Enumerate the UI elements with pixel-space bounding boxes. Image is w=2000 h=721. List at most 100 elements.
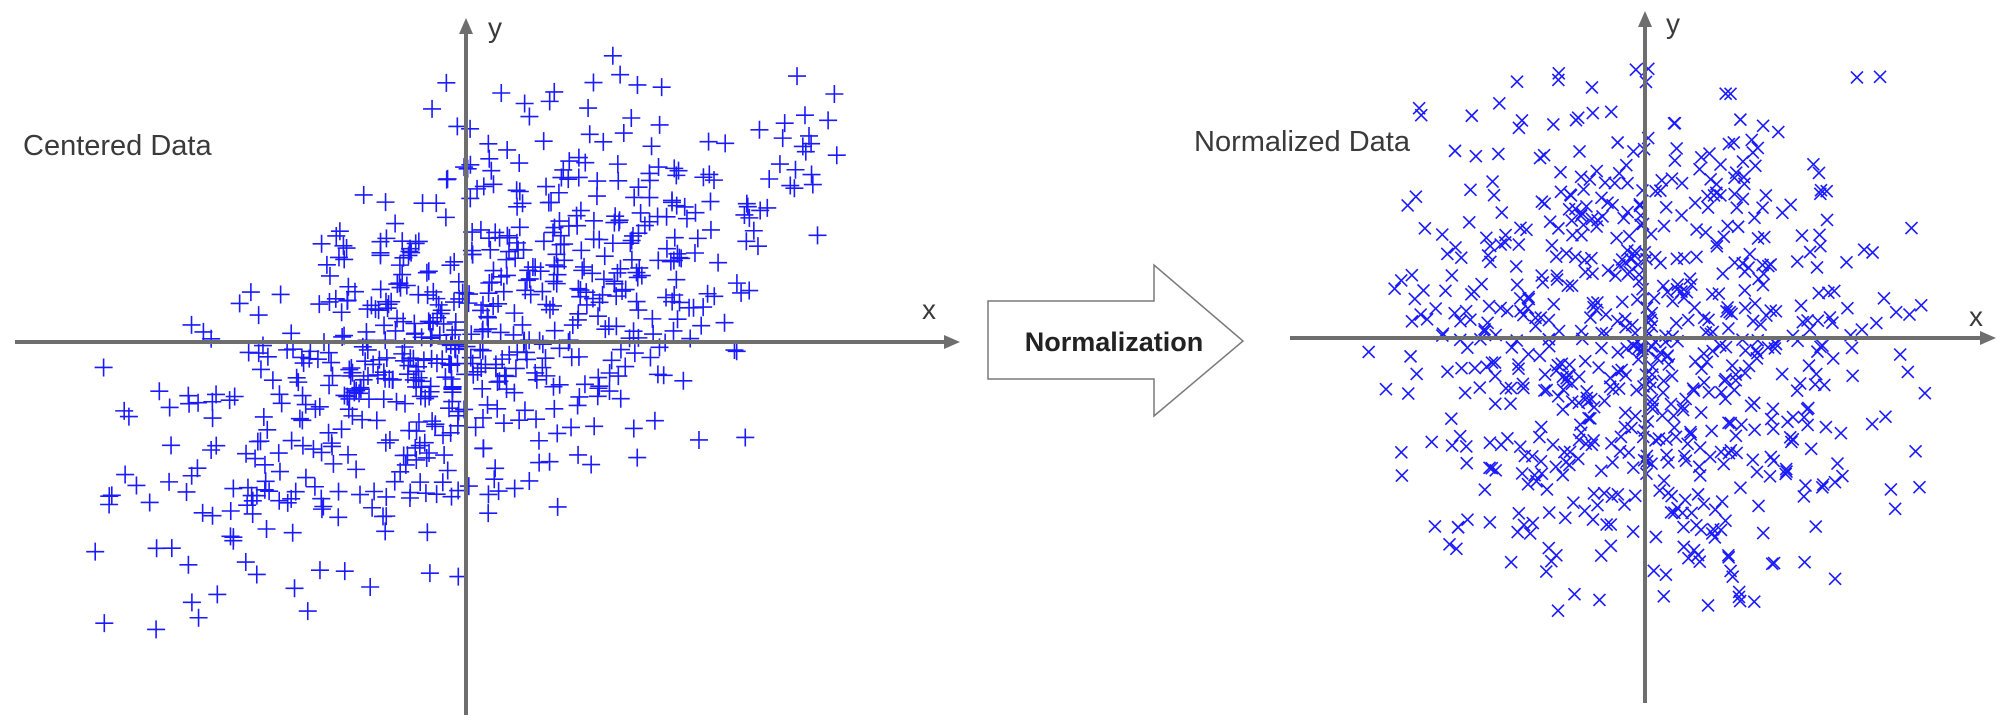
data-point — [1763, 469, 1777, 483]
data-point — [677, 209, 696, 228]
data-point — [423, 99, 442, 118]
data-point — [1503, 397, 1518, 411]
data-point — [1504, 381, 1518, 395]
data-point — [1717, 457, 1731, 471]
data-point — [417, 448, 436, 467]
data-point — [1721, 300, 1735, 314]
data-point — [668, 244, 687, 263]
data-point — [1527, 468, 1542, 482]
data-point — [446, 321, 465, 340]
data-point — [189, 608, 208, 627]
data-point — [411, 473, 430, 492]
data-point — [247, 565, 266, 584]
data-point — [585, 417, 604, 436]
data-point — [479, 284, 498, 303]
data-point — [808, 226, 827, 245]
data-point — [1521, 347, 1536, 361]
normalization-label: Normalization — [1025, 327, 1204, 357]
data-point — [1540, 383, 1554, 397]
data-point — [1681, 313, 1695, 327]
data-point — [1463, 183, 1478, 197]
data-point — [354, 370, 373, 389]
data-point — [1478, 483, 1492, 497]
data-point — [1611, 345, 1625, 359]
data-point — [736, 428, 755, 447]
data-point — [1444, 412, 1458, 426]
data-point — [1733, 113, 1747, 127]
data-point — [182, 466, 201, 485]
data-point — [537, 366, 556, 385]
data-point — [740, 208, 759, 227]
data-point — [1756, 278, 1770, 292]
data-point — [179, 555, 198, 574]
data-point — [401, 239, 420, 258]
data-point — [1662, 357, 1676, 371]
data-point — [320, 266, 339, 285]
data-point — [1722, 550, 1736, 564]
data-point — [1747, 595, 1761, 609]
data-point — [388, 275, 407, 294]
right-y-label: y — [1666, 8, 1680, 39]
data-point — [1670, 141, 1684, 156]
data-point — [1628, 489, 1642, 503]
data-point — [1873, 70, 1887, 84]
data-point — [1560, 374, 1574, 389]
data-point — [1723, 87, 1738, 101]
data-point — [330, 222, 349, 241]
data-point — [684, 298, 703, 317]
data-point — [1746, 314, 1760, 328]
data-point — [1743, 247, 1757, 261]
data-point — [1668, 116, 1682, 130]
data-point — [1438, 284, 1453, 298]
data-point — [1553, 165, 1568, 179]
data-point — [427, 194, 446, 213]
data-point — [1566, 496, 1580, 510]
data-point — [1547, 297, 1561, 311]
data-point — [1812, 286, 1826, 300]
data-point — [584, 73, 603, 92]
data-point — [1572, 144, 1587, 158]
data-point — [740, 281, 759, 300]
data-point — [1828, 572, 1842, 586]
data-point — [379, 295, 398, 314]
data-point — [1488, 369, 1502, 383]
data-point — [1646, 398, 1660, 412]
data-point — [1676, 403, 1690, 417]
data-point — [510, 154, 529, 173]
data-point — [377, 487, 396, 506]
data-point — [1586, 106, 1600, 120]
data-point — [238, 478, 257, 497]
data-point — [1653, 184, 1667, 198]
data-point — [254, 407, 273, 426]
data-point — [1512, 237, 1526, 252]
data-point — [1523, 526, 1537, 540]
data-point — [471, 220, 490, 239]
data-point — [1888, 502, 1902, 516]
data-point — [322, 353, 341, 372]
data-point — [1779, 462, 1793, 476]
data-point — [367, 411, 386, 430]
data-point — [1769, 304, 1783, 318]
data-point — [1409, 190, 1423, 204]
data-point — [1526, 516, 1540, 530]
data-point — [1440, 365, 1455, 379]
data-point — [1839, 255, 1854, 269]
data-point — [1454, 251, 1468, 265]
data-point — [1619, 158, 1633, 172]
data-point — [632, 266, 651, 285]
data-point — [438, 169, 457, 188]
data-point — [386, 214, 405, 233]
data-point — [699, 132, 718, 151]
data-point — [327, 226, 346, 245]
data-point — [827, 146, 846, 165]
data-point — [758, 198, 777, 217]
data-point — [1646, 402, 1660, 416]
data-point — [1537, 383, 1551, 398]
data-point — [534, 132, 553, 151]
data-point — [1725, 359, 1739, 373]
data-point — [282, 324, 301, 343]
data-point — [692, 316, 711, 335]
data-point — [688, 229, 707, 248]
data-point — [393, 265, 412, 284]
